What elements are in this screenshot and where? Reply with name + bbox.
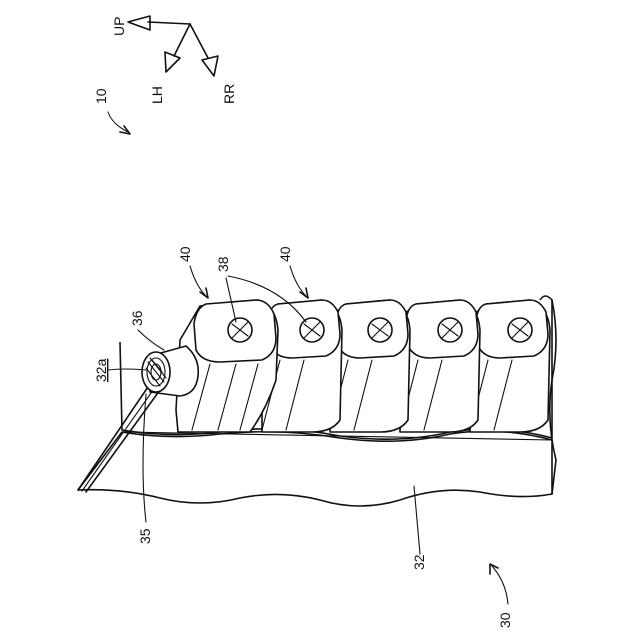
leader-module-a <box>190 266 206 296</box>
orientation-indicator: UP LH RR <box>111 16 237 104</box>
module-5 <box>470 300 550 432</box>
lh-arrow <box>165 24 190 72</box>
ref-label-module-a: 40 <box>177 246 193 262</box>
axis-label-lh: LH <box>149 86 165 104</box>
ref-label-face: 32a <box>93 358 109 382</box>
ref-label-fasteners: 38 <box>215 256 231 272</box>
module-4 <box>400 300 480 432</box>
leader-assembly <box>108 112 128 132</box>
axis-label-rr: RR <box>221 84 237 104</box>
ref-label-cable: 35 <box>137 528 153 544</box>
leader-base <box>414 486 420 554</box>
ref-label-base: 32 <box>411 554 427 570</box>
ref-label-vehicle: 30 <box>497 612 513 628</box>
axis-label-up: UP <box>111 17 127 36</box>
base-front-face <box>78 431 552 506</box>
rr-arrow <box>190 24 218 76</box>
up-arrow <box>128 16 190 30</box>
leader-vehicle <box>492 566 508 604</box>
ref-label-cap: 36 <box>129 310 145 326</box>
leader-module-b <box>290 266 306 296</box>
ref-label-module-b: 40 <box>277 246 293 262</box>
ref-label-assembly: 10 <box>93 88 109 104</box>
terminal-cap <box>142 346 198 396</box>
module-row <box>176 300 550 432</box>
